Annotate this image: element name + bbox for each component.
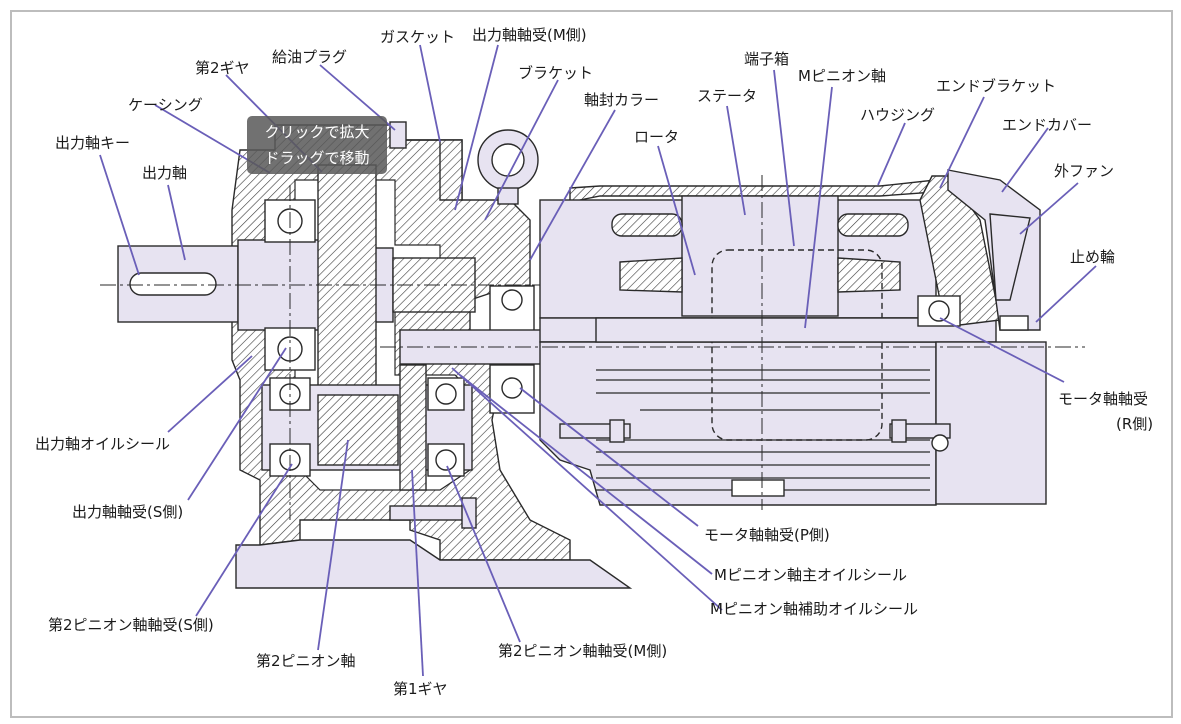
label-housing: ハウジング [860,106,935,124]
label-output-key: 出力軸キー [55,134,130,152]
label-outer-fan: 外ファン [1054,162,1114,180]
part-labels: ガスケット 出力軸軸受(M側) 給油プラグ 第2ギヤ ケーシング 出力軸キー 出… [35,26,1153,698]
stator [611,195,909,317]
rotor-outline [711,249,883,441]
label-output-bearing-m: 出力軸軸受(M側) [472,26,587,44]
base-bolt [389,497,477,529]
label-first-gear: 第1ギヤ [393,680,448,698]
label-casing: ケーシング [128,96,203,114]
center-lines [100,175,1085,520]
label-output-bearing-s: 出力軸軸受(S側) [72,503,183,521]
second-gear [317,164,377,396]
label-stator: ステータ [697,87,757,105]
end-cover [935,169,1047,505]
label-retaining-ring: 止め輪 [1070,248,1115,266]
terminal-bolts [559,419,951,452]
label-output-oil-seal: 出力軸オイルシール [35,435,170,453]
tooltip-line-click-zoom: クリックで拡大 [264,123,370,141]
first-gear [399,364,427,491]
label-output-shaft: 出力軸 [142,164,187,182]
gearbox-base [235,539,633,589]
zoom-tooltip: クリックで拡大 ドラッグで移動 [247,116,387,174]
label-second-pinion-bearing-s: 第2ピニオン軸軸受(S側) [48,616,214,634]
label-second-pinion-shaft: 第2ピニオン軸 [256,652,356,670]
label-motor-bearing-r2: (R側) [1116,415,1153,433]
label-m-pinion-main-seal: Mピニオン軸主オイルシール [714,566,907,584]
oil-plug [389,121,407,149]
label-end-cover: エンドカバー [1002,116,1092,134]
label-terminal-box: 端子箱 [744,50,789,68]
label-gasket: ガスケット [380,28,455,46]
label-oil-plug: 給油プラグ [272,48,347,66]
label-second-gear: 第2ギヤ [195,59,250,77]
label-second-pinion-bearing-m: 第2ピニオン軸軸受(M側) [498,642,667,660]
label-m-pinion-aux-seal: Mピニオン軸補助オイルシール [710,600,918,618]
label-seal-collar: 軸封カラー [584,91,659,109]
label-end-bracket: エンドブラケット [936,77,1056,95]
tooltip-line-drag-move: ドラッグで移動 [264,149,370,167]
bracket [489,285,535,414]
label-bracket: ブラケット [518,64,593,82]
second-pinion-shaft [261,377,473,477]
label-motor-bearing-p: モータ軸軸受(P側) [704,526,830,544]
label-m-pinion-shaft: Mピニオン軸 [798,67,886,85]
label-rotor: ロータ [634,128,679,146]
eye-bolt [477,129,539,205]
label-motor-bearing-r: モータ軸軸受 [1058,390,1148,408]
